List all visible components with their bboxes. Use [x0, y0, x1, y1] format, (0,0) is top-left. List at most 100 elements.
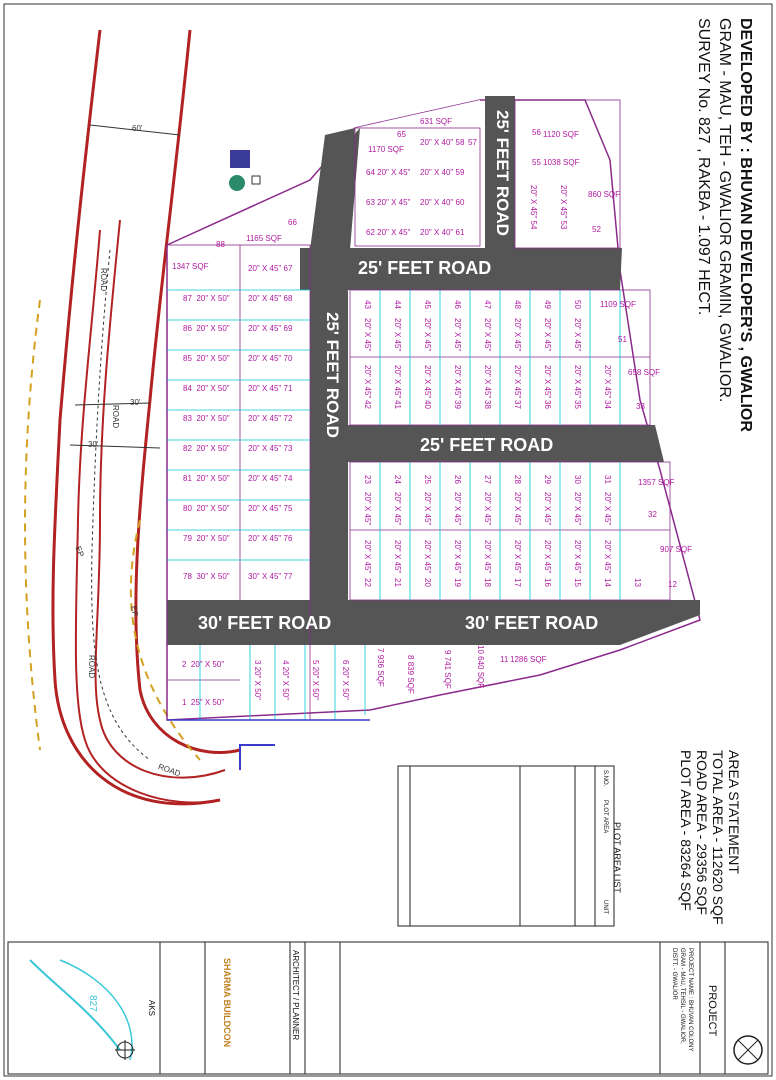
- developer-line: DEVELOPED BY : BHUVAN DEVELOPER'S , GWAL…: [737, 18, 754, 432]
- plot-area-list-col-unit: UNIT: [602, 900, 608, 914]
- dim-label-30b: 30': [88, 440, 99, 449]
- plot-44: 44: [393, 300, 402, 309]
- plot-3: 3 20" X 50": [253, 660, 262, 700]
- plot-86: 86 20" X 50": [183, 324, 230, 333]
- plot-43: 43: [363, 300, 372, 309]
- survey-line: SURVEY No. 827 , RAKBA - 1.097 HECT.: [695, 18, 712, 316]
- plot-11-no: 11: [500, 655, 509, 664]
- plot-50: 50: [573, 300, 582, 309]
- plot-size-mid-5: 20" X 45": [483, 318, 492, 352]
- plot-66-no: 66: [288, 218, 297, 227]
- plot-size-low-6: 20" X 45": [513, 492, 522, 526]
- plot-6: 6 20" X 50": [341, 660, 350, 700]
- plot-size-low-7: 20" X 45": [543, 492, 552, 526]
- plot-34: 34: [603, 400, 612, 409]
- plot-11-area: 1286 SQF: [510, 655, 547, 664]
- plot-size-low-1: 20" X 45": [363, 492, 372, 526]
- ext-road-label-2: ROAD: [111, 405, 120, 429]
- plot-83: 83 20" X 50": [183, 414, 230, 423]
- plot-size-lowb-4: 20" X 45": [453, 540, 462, 574]
- plot-41: 41: [393, 400, 402, 409]
- plot-46: 46: [453, 300, 462, 309]
- plot-88-area: 1347 SQF: [172, 262, 209, 271]
- plot-73: 20" X 45" 73: [248, 444, 293, 453]
- plot-2: 2 20" X 50": [182, 660, 225, 669]
- project-name: PROJECT NAME : BHUVAN COLONY: [687, 948, 693, 1052]
- plot-size-mid-7: 20" X 45": [543, 318, 552, 352]
- plot-45: 45: [423, 300, 432, 309]
- plot-56-no: 56: [532, 128, 541, 137]
- plot-size-midb-7: 20" X 45": [543, 365, 552, 399]
- plot-24: 24: [393, 475, 402, 484]
- plot-size-lowb-6: 20" X 45": [513, 540, 522, 574]
- plot-51-area: 1109 SQF: [600, 300, 636, 309]
- plot-10: 10 640 SQF: [476, 645, 485, 689]
- plot-area-list-col-area: PLOT AREA: [602, 800, 608, 834]
- plot-88-no: 88: [216, 240, 225, 249]
- plot-17: 17: [513, 578, 522, 587]
- firm-name: SHARMA BUILDCON: [222, 958, 232, 1048]
- aks-label: AKS: [147, 1000, 156, 1017]
- road-label-30-right: 30' FEET ROAD: [465, 613, 599, 633]
- plot-22: 22: [363, 578, 372, 587]
- plot-77: 30" X 45" 77: [248, 572, 293, 581]
- plot-75: 20" X 45" 75: [248, 504, 293, 513]
- plot-54: 20" X 45" 54: [529, 185, 538, 230]
- plot-28: 28: [513, 475, 522, 484]
- architect-label: ARCHITECT / PLANNER: [291, 950, 300, 1041]
- plot-size-lowb-5: 20" X 45": [483, 540, 492, 574]
- project-distt: DISTT. - GWALIOR: [671, 948, 677, 1000]
- plot-42: 42: [363, 400, 372, 409]
- external-road: [24, 29, 241, 806]
- plot-size-mid-3: 20" X 45": [423, 318, 432, 352]
- plot-size-low-4: 20" X 45": [453, 492, 462, 526]
- plot-66-area: 1165 SQF: [246, 234, 282, 243]
- plot-1: 1 25" X 50": [182, 698, 225, 707]
- plot-16: 16: [543, 578, 552, 587]
- plot-size-low-5: 20" X 45": [483, 492, 492, 526]
- plot-size-midb-6: 20" X 45": [513, 365, 522, 399]
- plot-30: 30: [573, 475, 582, 484]
- plot-51-no: 51: [618, 335, 627, 344]
- dim-label-60: 60': [132, 124, 143, 133]
- plot-52-area: 860 SQF: [588, 190, 621, 199]
- road-label-vertical-right: 25' FEET ROAD: [493, 110, 512, 236]
- plot-size-mid-8: 20" X 45": [573, 318, 582, 352]
- plot-60: 20" X 40" 60: [420, 198, 465, 207]
- plot-area-list-table: [397, 765, 615, 927]
- marker-symbol: [251, 175, 261, 185]
- plot-47: 47: [483, 300, 492, 309]
- plot-26: 26: [453, 475, 462, 484]
- plot-13: 13: [633, 578, 642, 587]
- plot-53: 20" X 45" 53: [559, 185, 568, 230]
- project-details: PROJECT NAME : BHUVAN COLONY GRAM - MAU,…: [670, 948, 694, 1051]
- plot-48: 48: [513, 300, 522, 309]
- plot-63: 63 20" X 45": [366, 198, 411, 207]
- plot-69: 20" X 45" 69: [248, 324, 293, 333]
- plot-32-area: 1357 SQF: [638, 478, 675, 487]
- plot-size-mid-6: 20" X 45": [513, 318, 522, 352]
- plot-5: 5 20" X 50": [311, 660, 320, 700]
- plot-71: 20" X 45" 71: [248, 384, 293, 393]
- road-label-30-left: 30' FEET ROAD: [198, 613, 332, 633]
- plot-12-area: 907 SQF: [660, 545, 693, 554]
- plot-87: 87 20" X 50": [183, 294, 230, 303]
- plot-12-no: 12: [668, 580, 677, 589]
- road-label-top: 25' FEET ROAD: [358, 258, 492, 278]
- plot-58: 20" X 40" 58: [420, 138, 465, 147]
- hatched-symbol: [230, 150, 250, 168]
- plot-65-area: 1170 SQF: [368, 145, 404, 154]
- plot-area: PLOT AREA - 83264 SQF: [678, 750, 694, 911]
- plot-size-midb-5: 20" X 45": [483, 365, 492, 399]
- plot-19: 19: [453, 578, 462, 587]
- plot-78: 78 30" X 50": [183, 572, 230, 581]
- plot-79: 79 20" X 50": [183, 534, 230, 543]
- plot-29: 29: [543, 475, 552, 484]
- road-area: ROAD AREA - 29356 SQF: [694, 750, 710, 915]
- plot-61: 20" X 40" 61: [420, 228, 465, 237]
- road-label-vertical-left: 25' FEET ROAD: [323, 312, 342, 438]
- plot-size-midb-4: 20" X 45": [453, 365, 462, 399]
- plot-57-no: 57: [468, 138, 477, 147]
- tree-symbol: [229, 175, 245, 191]
